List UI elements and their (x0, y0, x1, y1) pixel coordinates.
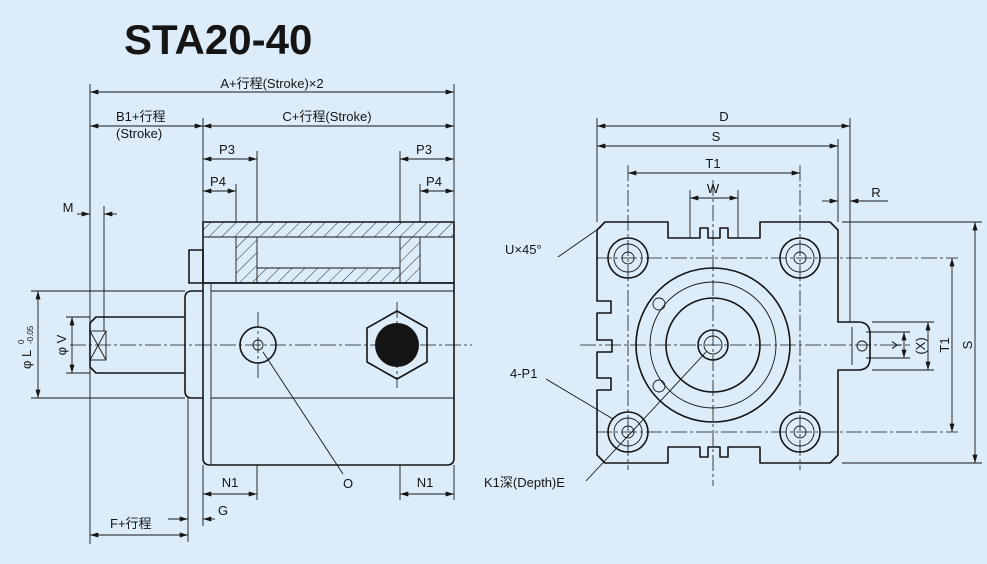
cover-inner-ring (665, 297, 761, 393)
dim-l-label: φ L (19, 350, 34, 369)
dim-f-label: F+行程 (110, 516, 152, 531)
dim-x-label: (X) (913, 337, 928, 354)
hole-bore (785, 243, 815, 273)
dim-r-label: R (871, 185, 880, 200)
hole-counterbore (779, 411, 821, 453)
chamfer-leader (557, 226, 602, 258)
side-dimension-labels: A+行程(Stroke)×2 B1+行程 (Stroke) C+行程(Strok… (17, 76, 442, 531)
mounting-hole-top-left (607, 237, 649, 279)
dim-g-label: G (218, 503, 228, 518)
mounting-hole-leader (545, 378, 614, 420)
dowel-hole-lower (652, 379, 666, 393)
end-view: D S T1 W R S T1 (X) Y U×45° 4-P1 K1深(Dep… (484, 109, 982, 490)
rod-thread-leader (585, 350, 708, 482)
dim-m-label: M (63, 200, 74, 215)
side-view: A+行程(Stroke)×2 B1+行程 (Stroke) C+行程(Strok… (17, 76, 472, 544)
rod-boss (184, 290, 203, 399)
rod-cover-section (188, 249, 204, 284)
housing-hatch-bottom (257, 268, 400, 283)
rod-thread-hole (703, 335, 723, 355)
dim-l-upper-tolerance: 0 (17, 339, 26, 344)
hole-counterbore (607, 411, 649, 453)
hole-thread (793, 251, 807, 265)
cover-middle-ring (649, 281, 777, 409)
dim-p3-right-label: P3 (416, 142, 432, 157)
hole-counterbore (607, 237, 649, 279)
dim-b1-label-line1: B1+行程 (116, 109, 166, 124)
end-view-body (596, 221, 871, 464)
mounting-hole-top-right (779, 237, 821, 279)
model-title: STA20-40 (124, 16, 312, 63)
side-dimension-lines (35, 89, 454, 538)
dim-p4-left-label: P4 (210, 174, 226, 189)
dim-n1-left-label: N1 (222, 475, 239, 490)
hole-bore (785, 417, 815, 447)
mounting-hole-bottom-right (779, 411, 821, 453)
port-channel-left-hatch (236, 237, 257, 283)
dim-s-right-label: S (960, 340, 975, 349)
mounting-hole-callout: 4-P1 (510, 366, 537, 381)
dim-p3-left-label: P3 (219, 142, 235, 157)
side-boss-hole (856, 340, 868, 352)
dim-c-label: C+行程(Stroke) (282, 109, 371, 124)
hole-thread (621, 425, 635, 439)
hole-bore (613, 417, 643, 447)
dim-p4-right-label: P4 (426, 174, 442, 189)
dim-d-label: D (719, 109, 728, 124)
dim-y-label: Y (889, 340, 904, 349)
mounting-hole-bottom-left (607, 411, 649, 453)
dim-s-top-label: S (712, 129, 721, 144)
port-channel-right-hatch (400, 237, 420, 283)
end-dimension-labels: D S T1 W R S T1 (X) Y U×45° 4-P1 K1深(Dep… (484, 109, 975, 490)
dim-t1-right-label: T1 (937, 337, 952, 352)
dim-v-label: φ V (54, 334, 69, 355)
end-cover-outline (596, 221, 871, 464)
housing-hatch-top (203, 222, 454, 237)
hole-thread (793, 425, 807, 439)
dim-t1-top-label: T1 (705, 156, 720, 171)
dim-w-label: W (707, 181, 720, 196)
rod-end-socket-cross (89, 330, 107, 361)
port-o-leader (262, 351, 344, 475)
dim-b1-label-line2: (Stroke) (116, 126, 162, 141)
cylinder-body (202, 282, 455, 466)
side-center-lines (70, 302, 472, 388)
cover-outer-ring (635, 267, 791, 423)
dim-n1-right-label: N1 (417, 475, 434, 490)
dim-l-lower-tolerance: -0.05 (26, 325, 35, 344)
end-dimension-lines (545, 123, 978, 482)
rod-thread-callout: K1深(Depth)E (484, 475, 565, 490)
hole-bore (613, 243, 643, 273)
chamfer-callout: U×45° (505, 242, 542, 257)
dowel-hole-upper (652, 297, 666, 311)
side-body (89, 221, 455, 466)
rod-end-outer (697, 329, 729, 361)
hole-thread (621, 251, 635, 265)
dim-a-label: A+行程(Stroke)×2 (220, 76, 323, 91)
hole-counterbore (779, 237, 821, 279)
dim-l-label-group: φ L 0 -0.05 (17, 325, 35, 369)
rod-cover-rings (635, 267, 791, 423)
end-view-center-lines (580, 165, 958, 486)
port-o-label: O (343, 476, 353, 491)
